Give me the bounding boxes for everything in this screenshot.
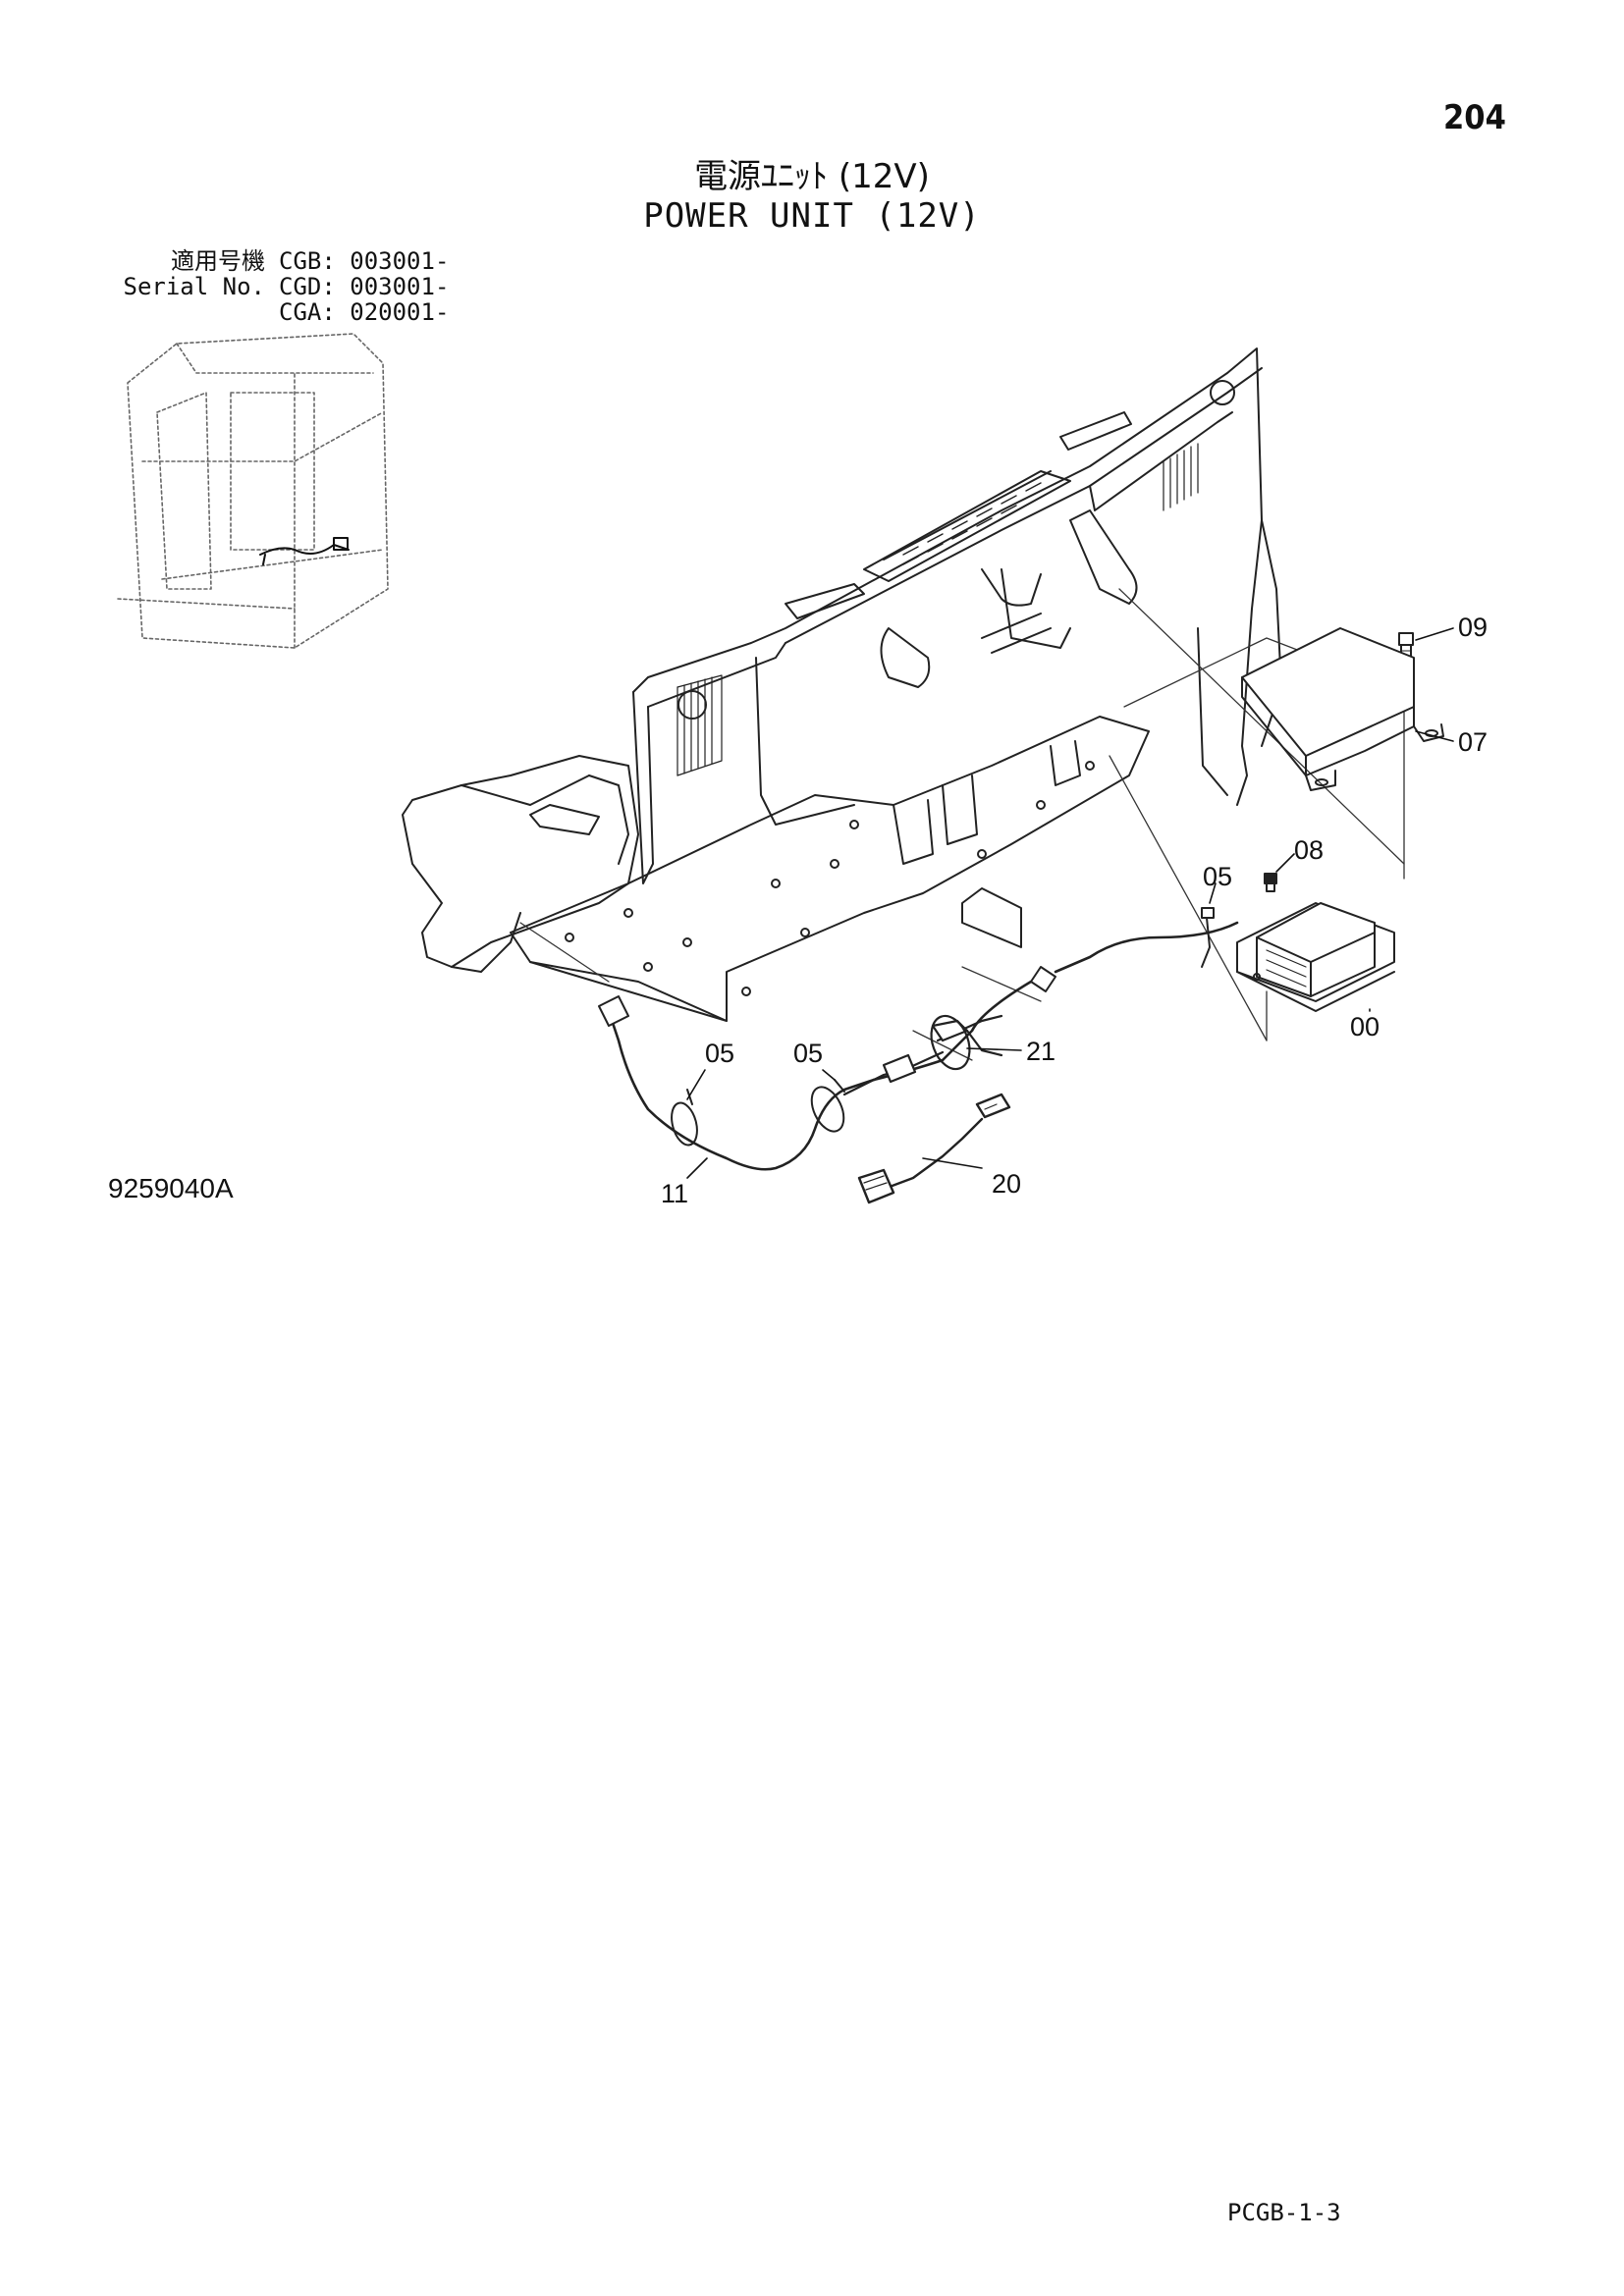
serial-label-jp: 適用号機 [171,247,265,275]
title-english: POWER UNIT (12V) [643,196,981,236]
serial-model: CGA: [279,298,336,326]
title-japanese: 電源ﾕﾆｯﾄ (12V) [694,157,930,196]
callout-leaders [686,627,1454,1179]
harness-21 [842,1014,1003,1096]
cab-locator-thumbnail [117,333,389,649]
serial-applicability: 適用号機 CGB: 003001- Serial No. CGD: 003001… [108,248,450,325]
callout-05: 05 [705,1039,734,1068]
callout-21: 21 [1026,1037,1056,1066]
callout-20: 20 [992,1169,1021,1199]
cable-tie-05-left [671,1089,698,1147]
serial-label-en: Serial No. [123,273,266,300]
serial-model: CGD: [279,273,336,300]
callout-07: 07 [1458,727,1488,757]
harness-20 [857,1093,1011,1204]
floor-console-assembly [402,347,1282,1022]
serial-from: 003001- [350,247,450,275]
cable-tie-05-right [1201,907,1215,968]
cover-07 [1241,627,1444,791]
callout-05: 05 [1203,862,1232,891]
serial-from: 020001- [350,298,450,326]
harness-11 [598,921,1239,1171]
callout-08: 08 [1294,835,1324,865]
serial-row: CGA: 020001- [108,299,449,325]
callout-09: 09 [1458,613,1488,642]
cable-tie-05-middle [810,1079,845,1133]
callout-00: 00 [1350,1012,1380,1041]
serial-row: 適用号機 CGB: 003001- [108,248,449,274]
footer-code: PCGB-1-3 [1227,2199,1341,2226]
drawing-code: 9259040A [108,1173,234,1203]
cab-locator-harness [259,537,350,565]
serial-model: CGB: [279,247,336,275]
nut-08 [1264,873,1277,892]
callout-05: 05 [793,1039,823,1068]
page-number: 204 [1443,98,1506,137]
power-unit-00 [1236,902,1395,1012]
serial-from: 003001- [350,273,450,300]
serial-row: Serial No. CGD: 003001- [108,273,450,300]
callout-11: 11 [661,1179,688,1208]
